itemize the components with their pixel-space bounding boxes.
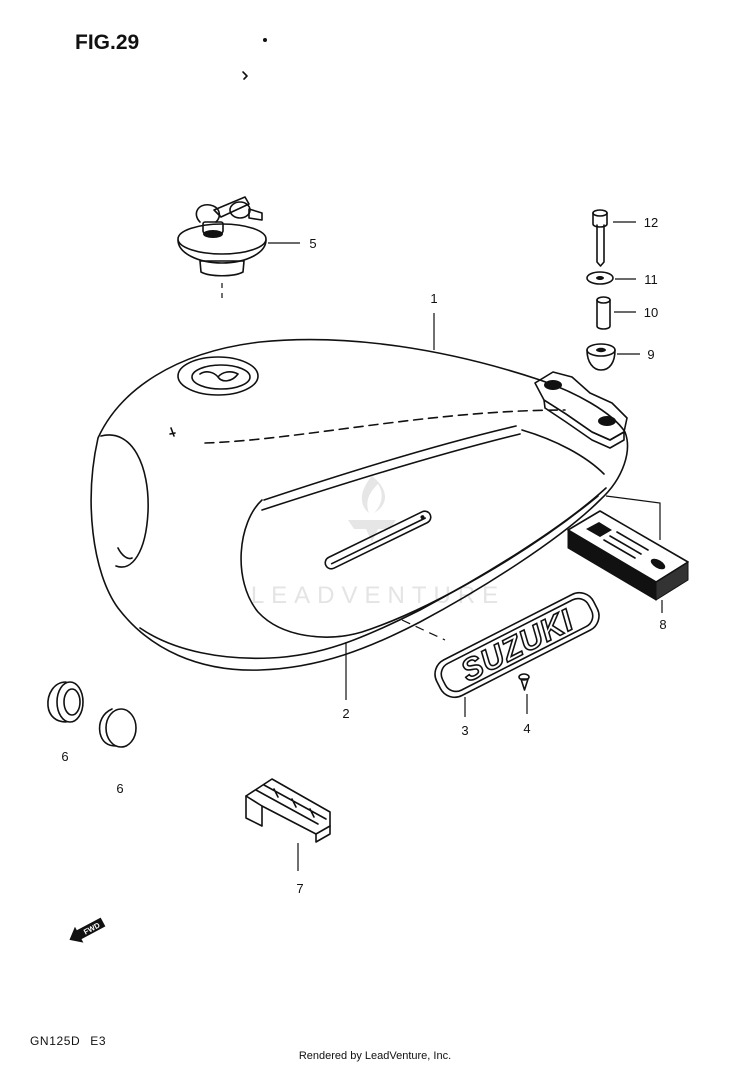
bolt-head-top — [592, 209, 608, 217]
rubber-cushion-drawing — [567, 510, 689, 601]
tank-mark — [169, 427, 176, 437]
callout-12[interactable]: 12 — [644, 215, 658, 230]
bolt-shank — [596, 224, 605, 267]
clip-ribs — [255, 784, 327, 825]
callout-10[interactable]: 10 — [644, 305, 658, 320]
slot-outline — [324, 510, 432, 570]
callout-3[interactable]: 3 — [461, 723, 468, 738]
emblem-inner — [440, 597, 594, 693]
tank-left-recess — [100, 434, 149, 568]
mounting-bracket — [534, 371, 628, 449]
plug-face — [105, 708, 137, 748]
forward-arrow-icon: FWD — [69, 917, 106, 943]
slot-pin — [420, 515, 425, 520]
emblem-slot — [324, 510, 432, 570]
filler-neck-latch — [199, 371, 239, 382]
collar-top — [596, 296, 611, 304]
screw-drawing — [518, 673, 530, 691]
bolt-drawing — [592, 209, 608, 267]
figure-title: FIG.29 — [75, 31, 139, 54]
washer-hole — [596, 276, 604, 280]
grommet-top — [586, 343, 616, 357]
key-blade — [213, 196, 250, 218]
key-blade — [248, 208, 263, 221]
model-code: GN125D E3 — [30, 1034, 106, 1048]
callout-9[interactable]: 9 — [647, 347, 654, 362]
key-head — [229, 201, 251, 219]
grommet-body — [586, 349, 616, 371]
watermark-logo-icon — [348, 476, 396, 542]
washer-drawing — [586, 271, 614, 285]
emblem-outline — [434, 591, 600, 699]
clip-edge — [245, 795, 331, 835]
callout-7[interactable]: 7 — [296, 881, 303, 896]
scan-speck — [263, 38, 267, 42]
callout-2[interactable]: 2 — [342, 706, 349, 721]
slot-groove — [330, 517, 426, 565]
plug-body — [47, 681, 67, 723]
cushion-front-face — [567, 529, 657, 601]
bracket-hole — [544, 380, 562, 390]
tank-side-stripe — [263, 425, 517, 501]
cap-lock-barrel — [203, 230, 223, 238]
bracket-hole — [598, 416, 616, 426]
tank-knee-recess — [240, 495, 599, 638]
fuel-cap-drawing — [177, 196, 267, 277]
filler-neck-rim — [177, 356, 259, 396]
watermark-text: LEADVENTURE — [251, 582, 505, 609]
rubber-clip-drawing — [245, 778, 331, 843]
callout-6[interactable]: 6 — [61, 749, 68, 764]
callout-6[interactable]: 6 — [116, 781, 123, 796]
cushion-pad — [586, 522, 612, 537]
collar-body — [596, 299, 611, 330]
key-ring-icon — [195, 204, 221, 223]
tank-left-recess-inner — [117, 547, 133, 560]
filler-neck-inner — [191, 364, 251, 390]
plug-face — [56, 681, 84, 723]
plug-face-inner — [63, 688, 81, 716]
rubber-plug-drawing — [47, 681, 84, 723]
tank-side-stripe-lower — [261, 433, 521, 511]
bracket-plate — [534, 371, 628, 441]
cushion-hole — [650, 558, 666, 570]
render-credit: Rendered by LeadVenture, Inc. — [299, 1050, 451, 1062]
leader-line — [401, 619, 446, 641]
leader-line — [605, 495, 661, 540]
washer-outer — [586, 271, 614, 285]
fuel-tank-drawing — [90, 338, 629, 671]
cap-body — [177, 239, 267, 264]
callout-4[interactable]: 4 — [523, 721, 530, 736]
bolt-head — [592, 212, 608, 228]
cap-gasket — [199, 260, 245, 277]
forward-arrow-shape — [69, 917, 106, 943]
callout-8[interactable]: 8 — [659, 617, 666, 632]
callout-5[interactable]: 5 — [309, 236, 316, 251]
screw-head — [518, 673, 530, 681]
collar-drawing — [596, 296, 611, 330]
clip-body — [245, 778, 331, 843]
rubber-plug-drawing — [98, 708, 137, 748]
plug-body — [98, 708, 117, 747]
watermark: LEADVENTURE — [251, 476, 505, 609]
screw-shank — [520, 678, 529, 691]
cap-top — [177, 223, 267, 255]
cushion-top-face — [567, 510, 689, 583]
grommet-drawing — [586, 343, 616, 371]
callout-11[interactable]: 11 — [644, 272, 658, 287]
tank-front-crease — [521, 429, 605, 475]
callout-1[interactable]: 1 — [430, 291, 437, 306]
tank-outline — [90, 338, 629, 671]
tank-upper-crease — [204, 409, 566, 444]
cushion-grooves — [603, 531, 649, 559]
filler-neck — [177, 356, 259, 396]
grommet-hole — [596, 347, 606, 353]
scan-speck — [242, 71, 248, 80]
